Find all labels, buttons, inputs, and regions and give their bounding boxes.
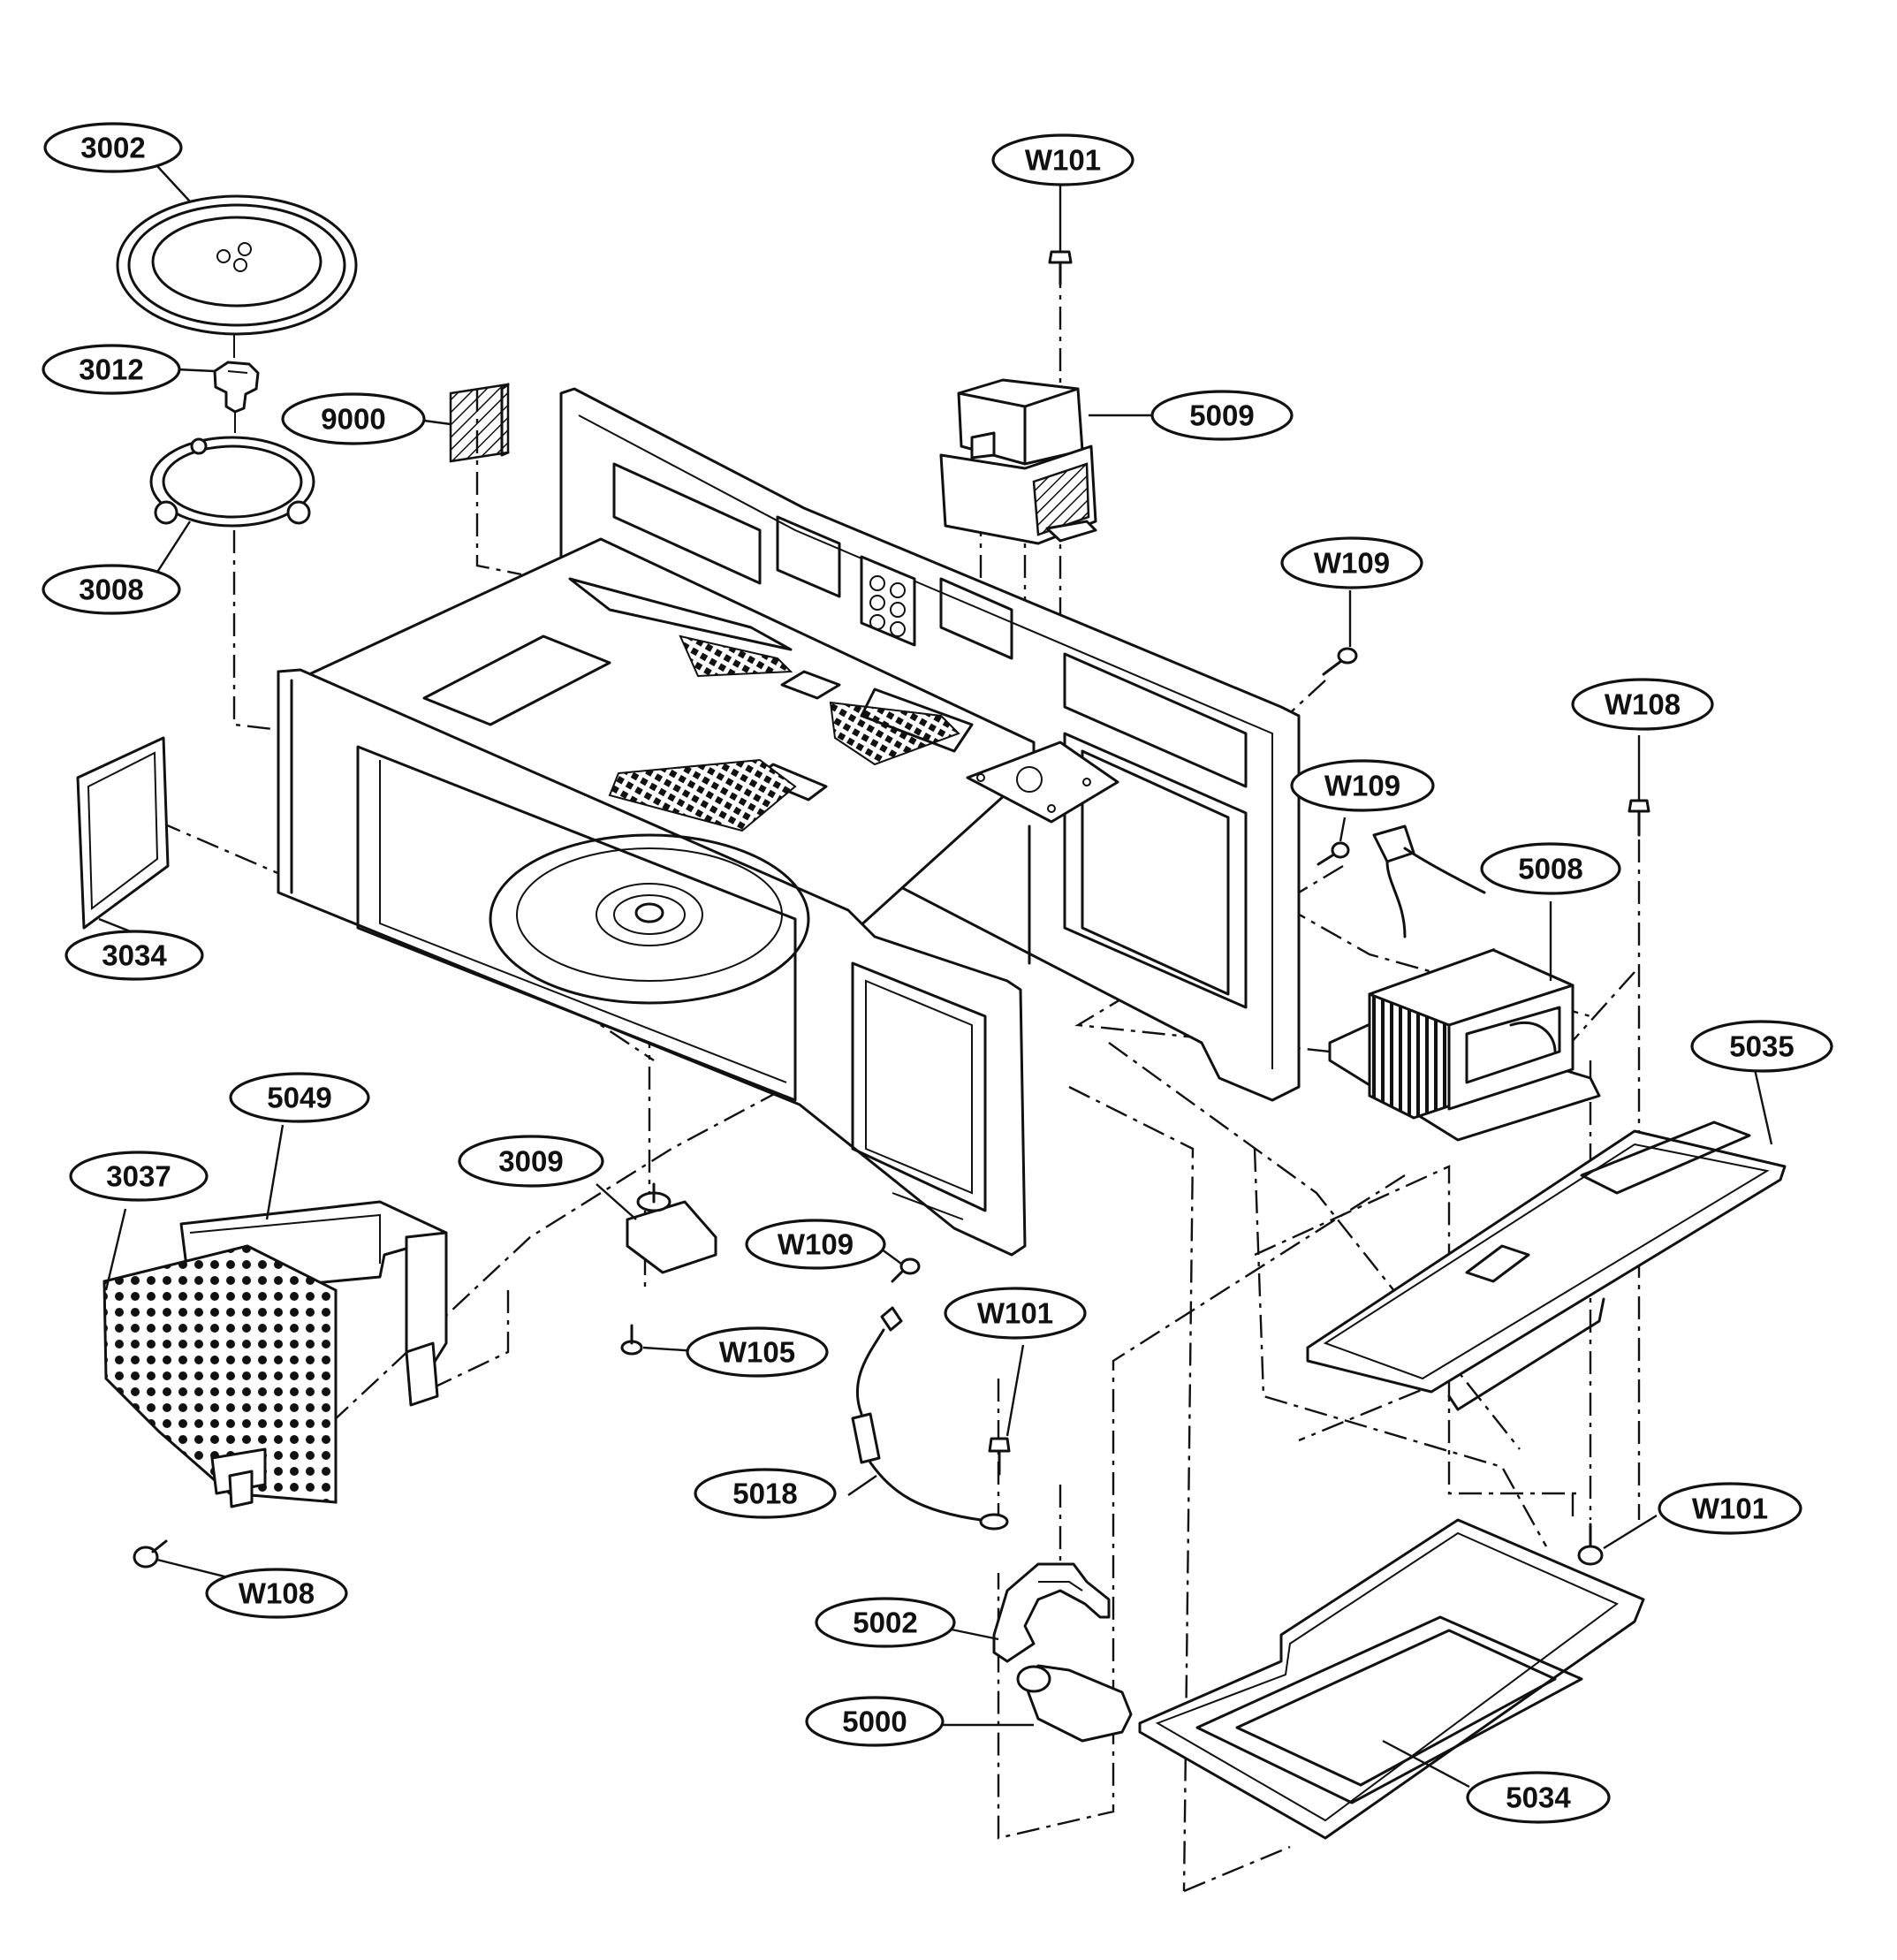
label-text: 5008 <box>1518 853 1582 885</box>
screw-w108-left <box>133 1539 168 1569</box>
label-5034: 5034 <box>1466 1771 1611 1824</box>
capacitor-bracket-5002 <box>992 1562 1111 1663</box>
label-9000: 9000 <box>281 392 426 445</box>
capacitor-5000 <box>1016 1664 1133 1743</box>
label-text: W105 <box>719 1336 795 1369</box>
label-text: W101 <box>977 1297 1053 1330</box>
label-3034: 3034 <box>64 930 204 981</box>
label-w101-mid: W101 <box>944 1287 1087 1340</box>
label-3002: 3002 <box>43 122 183 173</box>
label-text: 5018 <box>732 1478 797 1510</box>
label-w101-right: W101 <box>1658 1482 1802 1535</box>
transformer-5008 <box>1328 824 1601 1142</box>
label-3009: 3009 <box>458 1135 604 1188</box>
label-text: 3034 <box>102 939 167 972</box>
label-text: W108 <box>239 1577 315 1610</box>
motor-3009 <box>626 1182 717 1274</box>
label-text: 3012 <box>79 353 143 386</box>
label-w108-left: W108 <box>205 1568 348 1619</box>
label-text: 5035 <box>1729 1030 1794 1063</box>
roller-ring-3008 <box>149 436 315 528</box>
coupler-3012 <box>213 361 260 433</box>
label-w109-low: W109 <box>745 1219 886 1270</box>
magnetron-5009 <box>939 378 1097 545</box>
base-bracket-5035 <box>1306 1121 1787 1411</box>
turntable-glass-3002 <box>116 194 358 358</box>
perforated-panel-3037 <box>102 1244 338 1508</box>
label-text: W109 <box>778 1228 854 1261</box>
screw-w101-top <box>1048 250 1073 286</box>
label-5008: 5008 <box>1480 842 1621 895</box>
label-5049: 5049 <box>229 1072 370 1123</box>
label-5000: 5000 <box>805 1696 945 1747</box>
cavity-chassis <box>277 387 1301 1257</box>
label-text: 9000 <box>321 403 385 436</box>
label-text: 5034 <box>1506 1781 1571 1814</box>
label-w105: W105 <box>686 1326 829 1378</box>
label-text: W101 <box>1025 144 1101 177</box>
label-5018: 5018 <box>694 1468 837 1519</box>
label-text: 5000 <box>842 1706 907 1738</box>
label-text: W101 <box>1692 1493 1768 1525</box>
label-5002: 5002 <box>815 1597 956 1648</box>
label-text: W109 <box>1314 547 1390 580</box>
label-text: 3037 <box>106 1160 171 1193</box>
screw-w108-right <box>1628 799 1650 837</box>
cover-3034 <box>76 736 170 930</box>
label-3012: 3012 <box>42 344 181 395</box>
label-text: 5009 <box>1189 399 1254 432</box>
label-5009: 5009 <box>1150 390 1294 441</box>
label-w101-top: W101 <box>991 133 1134 186</box>
screw-w101-mid <box>988 1437 1011 1476</box>
bottom-plate-5034 <box>1138 1518 1645 1840</box>
screw-w109-upper <box>1322 647 1358 676</box>
label-text: 5002 <box>853 1607 917 1639</box>
wire-harness-5018 <box>851 1306 1009 1531</box>
label-3008: 3008 <box>42 564 181 615</box>
label-text: 3009 <box>498 1145 563 1178</box>
label-text: 5049 <box>267 1082 331 1114</box>
label-5035: 5035 <box>1690 1020 1833 1073</box>
screw-w105 <box>620 1324 643 1356</box>
label-text: 3008 <box>79 574 143 606</box>
screw-w101-right <box>1577 1523 1604 1566</box>
label-text: W109 <box>1324 770 1400 802</box>
label-w109-upper: W109 <box>1280 536 1423 589</box>
label-text: W108 <box>1605 688 1681 721</box>
filter-9000 <box>449 383 510 463</box>
label-w109-mid: W109 <box>1290 759 1435 812</box>
label-3037: 3037 <box>69 1151 209 1202</box>
label-w108-right: W108 <box>1571 678 1714 731</box>
screw-w109-mid <box>1317 841 1350 866</box>
screw-w109-low <box>891 1257 921 1283</box>
label-text: 3002 <box>80 132 145 164</box>
